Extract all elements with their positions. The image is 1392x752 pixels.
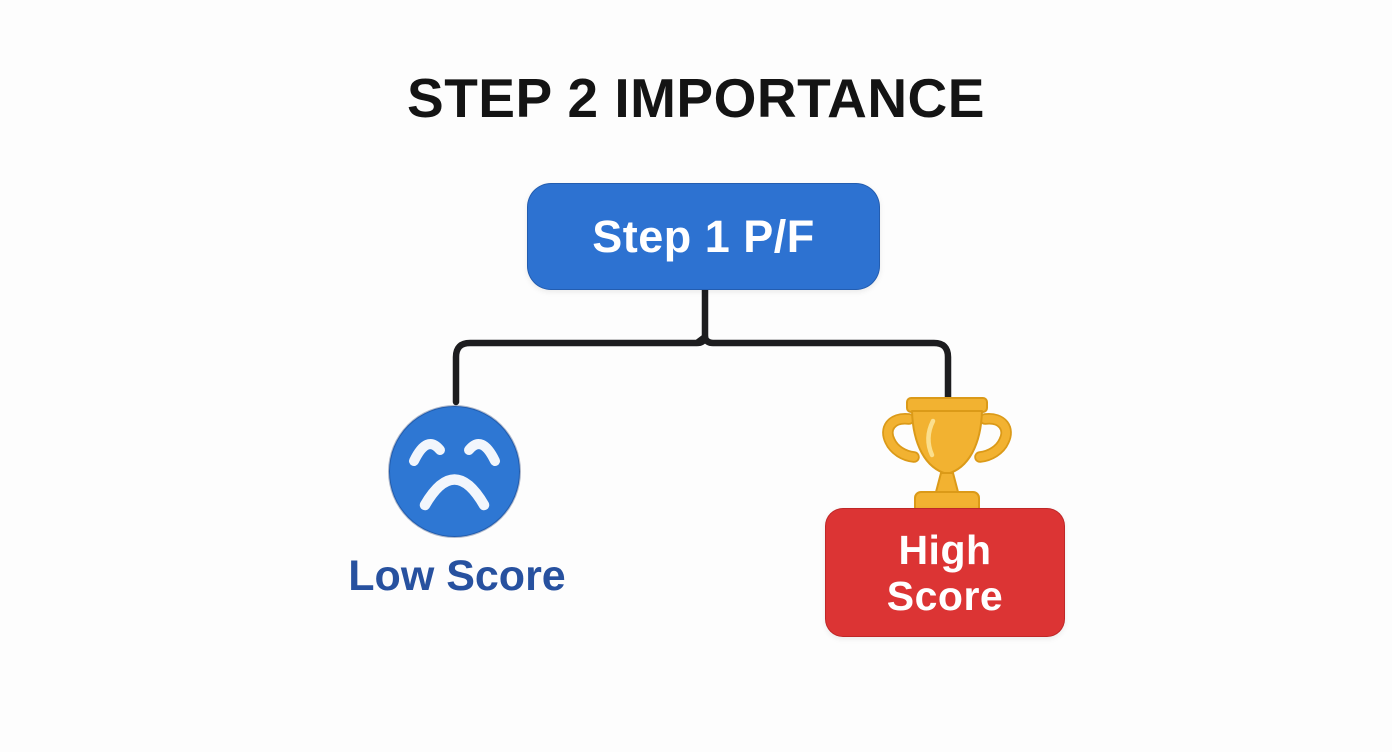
sad-face-circle: [388, 405, 521, 538]
connector-right-branch: [701, 334, 952, 406]
branch-low-score: Low Score: [307, 404, 607, 614]
branch-high-score: High Score: [825, 396, 1065, 641]
trophy-stem: [935, 472, 959, 493]
connector-left-branch: [452, 333, 709, 406]
branch-low-score-label: Low Score: [348, 552, 566, 600]
diagram-title: STEP 2 IMPORTANCE: [407, 67, 985, 129]
trophy-icon: [882, 397, 1012, 515]
trophy-cup: [911, 410, 983, 475]
flow-node-high-score: High Score: [825, 508, 1065, 637]
sad-face-icon: [388, 405, 521, 538]
trophy-highlight: [926, 418, 936, 458]
sad-face-right-eye: [464, 439, 500, 466]
flow-node-step1-pf-label: Step 1 P/F: [592, 210, 815, 262]
trophy-rim: [906, 397, 988, 413]
flow-node-high-score-label: High Score: [886, 526, 1004, 619]
flow-node-step1-pf: Step 1 P/F: [527, 183, 880, 290]
sad-face-frown: [419, 474, 490, 511]
sad-face-left-eye: [409, 439, 445, 466]
